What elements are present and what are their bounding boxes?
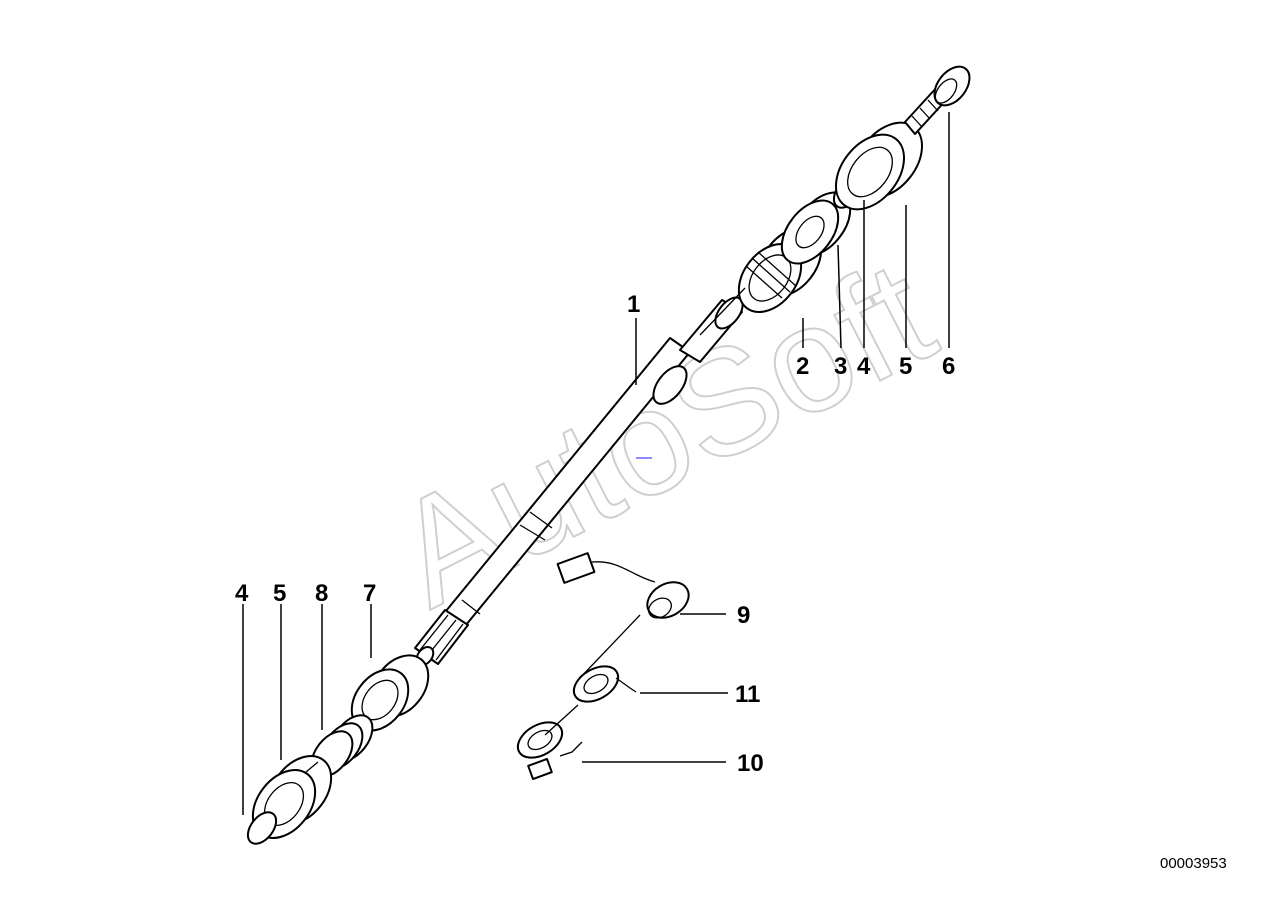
callout-7: 7	[363, 580, 376, 607]
ring-11	[572, 665, 637, 703]
small-ring-lower	[246, 811, 278, 845]
callout-5-upper: 5	[899, 353, 912, 380]
callout-4-lower: 4	[235, 580, 249, 607]
callout-6: 6	[942, 353, 955, 380]
watermark: AutoSoft	[368, 228, 957, 639]
sensor-connector-9	[556, 552, 690, 619]
callout-9: 9	[737, 602, 750, 629]
steering-shaft	[414, 296, 744, 666]
callout-8: 8	[315, 580, 328, 607]
clamp-10	[516, 721, 583, 780]
callout-11: 11	[735, 681, 760, 708]
callout-1: 1	[627, 291, 640, 318]
callout-2: 2	[796, 353, 809, 380]
callout-3: 3	[834, 353, 847, 380]
bearing-housing-upper	[835, 121, 923, 211]
leader-lines	[242, 112, 950, 815]
document-number: 00003953	[1160, 855, 1227, 872]
bearing-ring	[780, 191, 852, 265]
bolt	[904, 65, 971, 135]
callout-10: 10	[737, 750, 764, 777]
alignment-lines	[305, 287, 746, 773]
callout-labels: 1 2 3 4 5 6 4 5 8 7 9 11 10	[235, 291, 955, 777]
callout-4-upper: 4	[857, 353, 871, 380]
callout-5-lower: 5	[273, 580, 286, 607]
